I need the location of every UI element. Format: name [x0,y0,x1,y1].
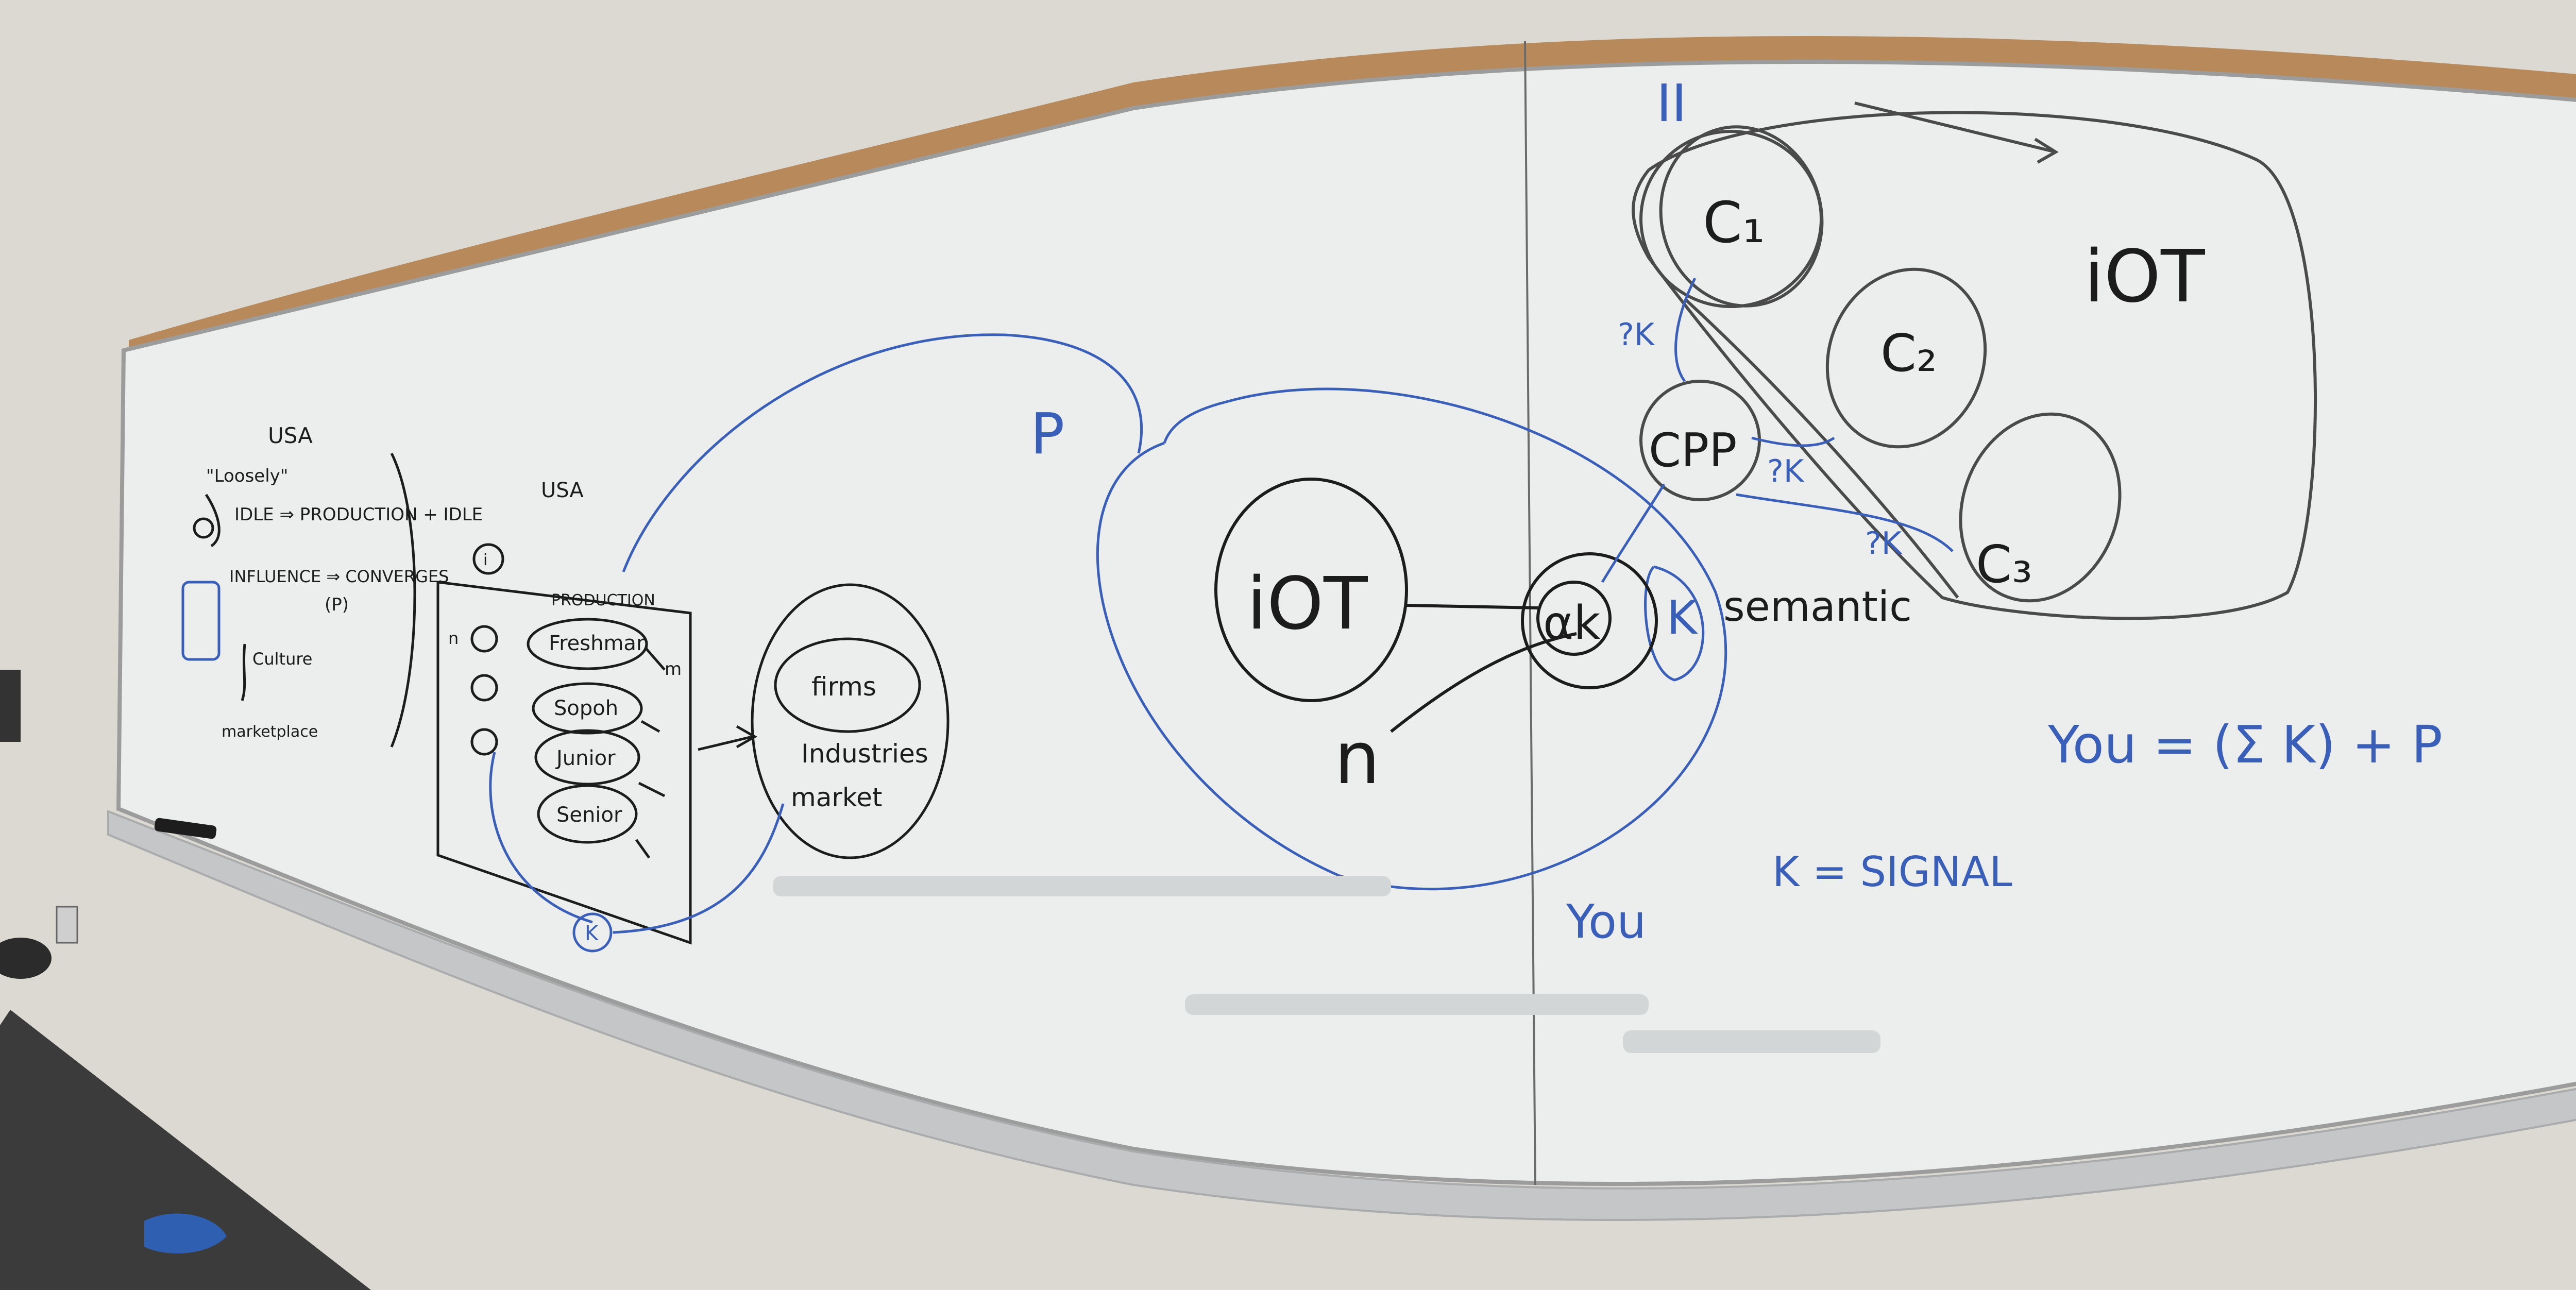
you-label: You [1566,895,1646,949]
center-blue-loop [1096,387,1727,891]
center-black-strokes [1214,478,1658,733]
marker-tray [107,810,2576,1221]
influence-line: INFLUENCE ⇒ CONVERGES [229,567,449,586]
question-k-2: ?K [1767,453,1805,489]
m-label: m [665,659,682,680]
idle-line: IDLE ⇒ PRODUCTION + IDLE [234,504,483,525]
cork-strip [129,36,2576,361]
right-black-strokes [1632,101,2317,620]
marker [154,818,217,839]
loosely-label: "Loosely" [206,466,288,486]
iot-right-label: iOT [2084,235,2205,319]
whiteboard [116,60,2576,1186]
wall-control [0,670,21,742]
formula-label: You = (Σ K) + P [2047,715,2443,775]
right-blue-strokes [1601,277,1954,583]
cpp-label: CPP [1649,423,1737,478]
k-feedback-label: K [585,922,599,945]
i-top-label: i [483,551,487,569]
chair [0,938,52,979]
stage-freshman: Freshman [549,632,649,655]
semantic-label: semantic [1723,583,1912,631]
floor [0,1010,371,1290]
k-center-label: K [1667,591,1698,645]
c1-label: C₁ [1703,190,1765,256]
production-diagram [436,543,950,945]
usa-production-label: USA [541,479,584,502]
k-signal-label: K = SIGNAL [1772,848,2012,896]
c2-label: C₂ [1880,323,1937,383]
n-label: n [448,629,459,648]
question-k-3: ?K [1865,525,1903,562]
usa-top-label: USA [268,423,313,448]
left-notes [181,452,416,748]
target-industries: Industries [801,739,928,769]
iot-center-label: iOT [1247,562,1368,646]
production-title: PRODUCTION [551,591,655,609]
ak-label: αk [1543,596,1600,650]
ii-label: II [1656,73,1687,133]
c3-label: C₃ [1976,534,2032,595]
ghost-writing [773,876,1880,1053]
culture-label: Culture [252,649,312,669]
target-market: market [791,783,882,812]
marketplace-label: marketplace [222,723,318,741]
stage-senior: Senior [556,803,622,827]
production-blue-strokes [489,333,1143,953]
stage-sophomore: Sopoh [554,697,618,720]
wall-outlet [56,906,78,944]
p-paren-label: (P) [325,595,349,615]
p-label: P [1030,401,1064,467]
n-center-label: n [1334,717,1380,801]
target-firms: firms [811,672,876,702]
question-k-1: ?K [1618,317,1655,353]
cloth [144,1213,227,1254]
stage-junior: Junior [555,746,616,770]
